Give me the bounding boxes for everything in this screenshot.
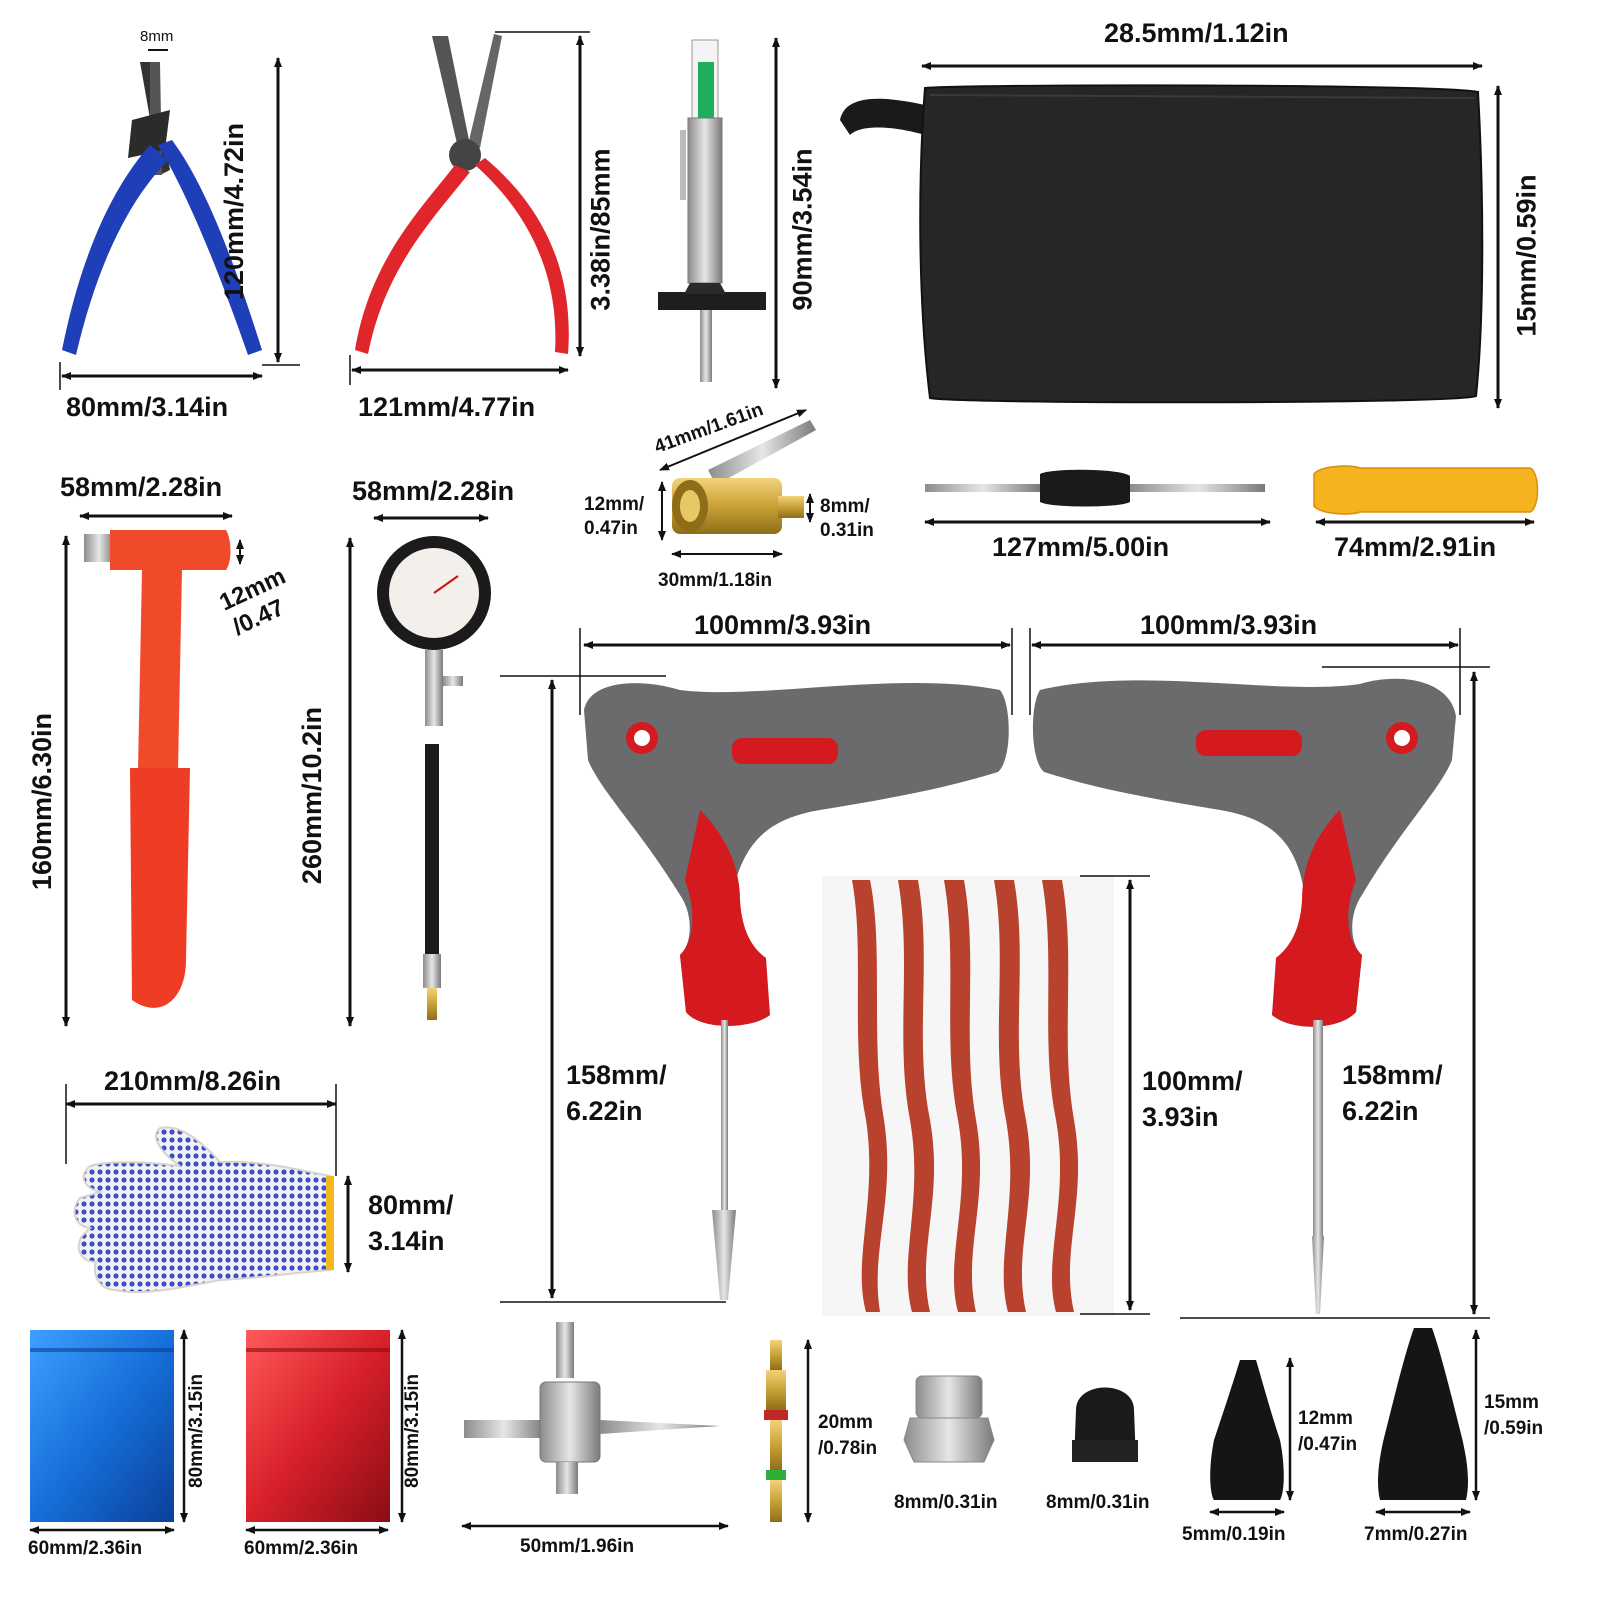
strips-height-label-1: 100mm/	[1142, 1066, 1243, 1096]
hammer-height-label: 160mm/6.30in	[27, 712, 58, 891]
work-glove-image	[73, 1126, 334, 1294]
pressure-gauge-image	[377, 536, 491, 1020]
pgauge-width-label: 58mm/2.28in	[352, 476, 515, 506]
valve-core-tool-image	[464, 1322, 720, 1494]
cap-metal-width-label: 8mm/0.31in	[894, 1492, 998, 1513]
pouch-width-label: 28.5mm/1.12in	[1104, 18, 1289, 48]
long-nose-pliers-image	[355, 34, 569, 354]
pliers-height-label: 3.38in/85mm	[585, 148, 616, 311]
chuck-bottom-label: 30mm/1.18in	[658, 570, 773, 591]
glove-height-label-1: 80mm/	[368, 1190, 454, 1220]
tool2-height-label-2: 6.22in	[1342, 1096, 1419, 1126]
cutter-width-label: 80mm/3.14in	[66, 392, 229, 422]
valve-core-image	[764, 1340, 788, 1522]
tool1-height-label-1: 158mm/	[566, 1060, 667, 1090]
pouch-height-label: 15mm/0.59in	[1511, 174, 1542, 337]
glove-width-label: 210mm/8.26in	[104, 1066, 282, 1096]
small-rubber-plug-image	[1210, 1360, 1284, 1500]
black-valve-cap-image	[1072, 1387, 1138, 1462]
reamer-tool-image	[584, 682, 1009, 1300]
cap-black-width-label: 8mm/0.31in	[1046, 1492, 1150, 1513]
chuck-left-label-1: 12mm/	[584, 494, 645, 515]
pgauge-height-label: 260mm/10.2in	[297, 706, 328, 885]
gauge-height-label: 90mm/3.54in	[787, 148, 818, 311]
glove-height-label-2: 3.14in	[368, 1226, 445, 1256]
cutter-top-label: 8mm	[140, 28, 174, 45]
plug-large-width-label: 7mm/0.27in	[1364, 1524, 1468, 1545]
cutter-height-label: 120mm/4.72in	[219, 122, 250, 301]
bag-blue-height-label: 80mm/3.15in	[186, 1373, 208, 1488]
plug-small-height-label-1: 12mm	[1298, 1408, 1353, 1429]
plug-large-height-label-1: 15mm	[1484, 1392, 1539, 1413]
large-rubber-plug-image	[1378, 1328, 1468, 1500]
bag-red-width-label: 60mm/2.36in	[244, 1538, 359, 1559]
tread-depth-gauge-image	[658, 39, 766, 382]
red-bag-image	[246, 1330, 390, 1522]
handle-width-label: 74mm/2.91in	[1334, 532, 1497, 562]
tool1-height-label-2: 6.22in	[566, 1096, 643, 1126]
bag-red-height-label: 80mm/3.15in	[402, 1373, 424, 1488]
repair-strips-image	[822, 876, 1114, 1316]
plug-large-height-label-2: /0.59in	[1484, 1418, 1544, 1439]
plug-small-height-label-2: /0.47in	[1298, 1434, 1358, 1455]
storage-pouch-image	[840, 84, 1484, 404]
blue-bag-image	[30, 1330, 174, 1522]
chuck-diag-dim	[659, 409, 807, 471]
tool2-height-label-1: 158mm/	[1342, 1060, 1443, 1090]
pliers-width-label: 121mm/4.77in	[358, 392, 536, 422]
safety-hammer-image	[84, 530, 231, 1008]
core-height-label-1: 20mm	[818, 1412, 873, 1433]
diagonal-cutter-image	[62, 62, 262, 355]
tool1-width-label: 100mm/3.93in	[694, 610, 872, 640]
hammer-width-label: 58mm/2.28in	[60, 472, 223, 502]
valvetool-width-label: 50mm/1.96in	[520, 1536, 635, 1557]
chuck-right-label-1: 8mm/	[820, 496, 870, 517]
metal-valve-cap-image	[903, 1375, 995, 1463]
plug-small-width-label: 5mm/0.19in	[1182, 1524, 1286, 1545]
yellow-handle-image	[1313, 465, 1539, 515]
reversible-screwdriver-image	[925, 469, 1265, 507]
insert-tool-image	[1032, 678, 1456, 1314]
screwdriver-width-label: 127mm/5.00in	[992, 532, 1170, 562]
chuck-right-label-2: 0.31in	[820, 520, 874, 541]
bag-blue-width-label: 60mm/2.36in	[28, 1538, 143, 1559]
strips-height-label-2: 3.93in	[1142, 1102, 1219, 1132]
tool2-width-label: 100mm/3.93in	[1140, 610, 1318, 640]
chuck-left-label-2: 0.47in	[584, 518, 638, 539]
core-height-label-2: /0.78in	[818, 1438, 878, 1459]
